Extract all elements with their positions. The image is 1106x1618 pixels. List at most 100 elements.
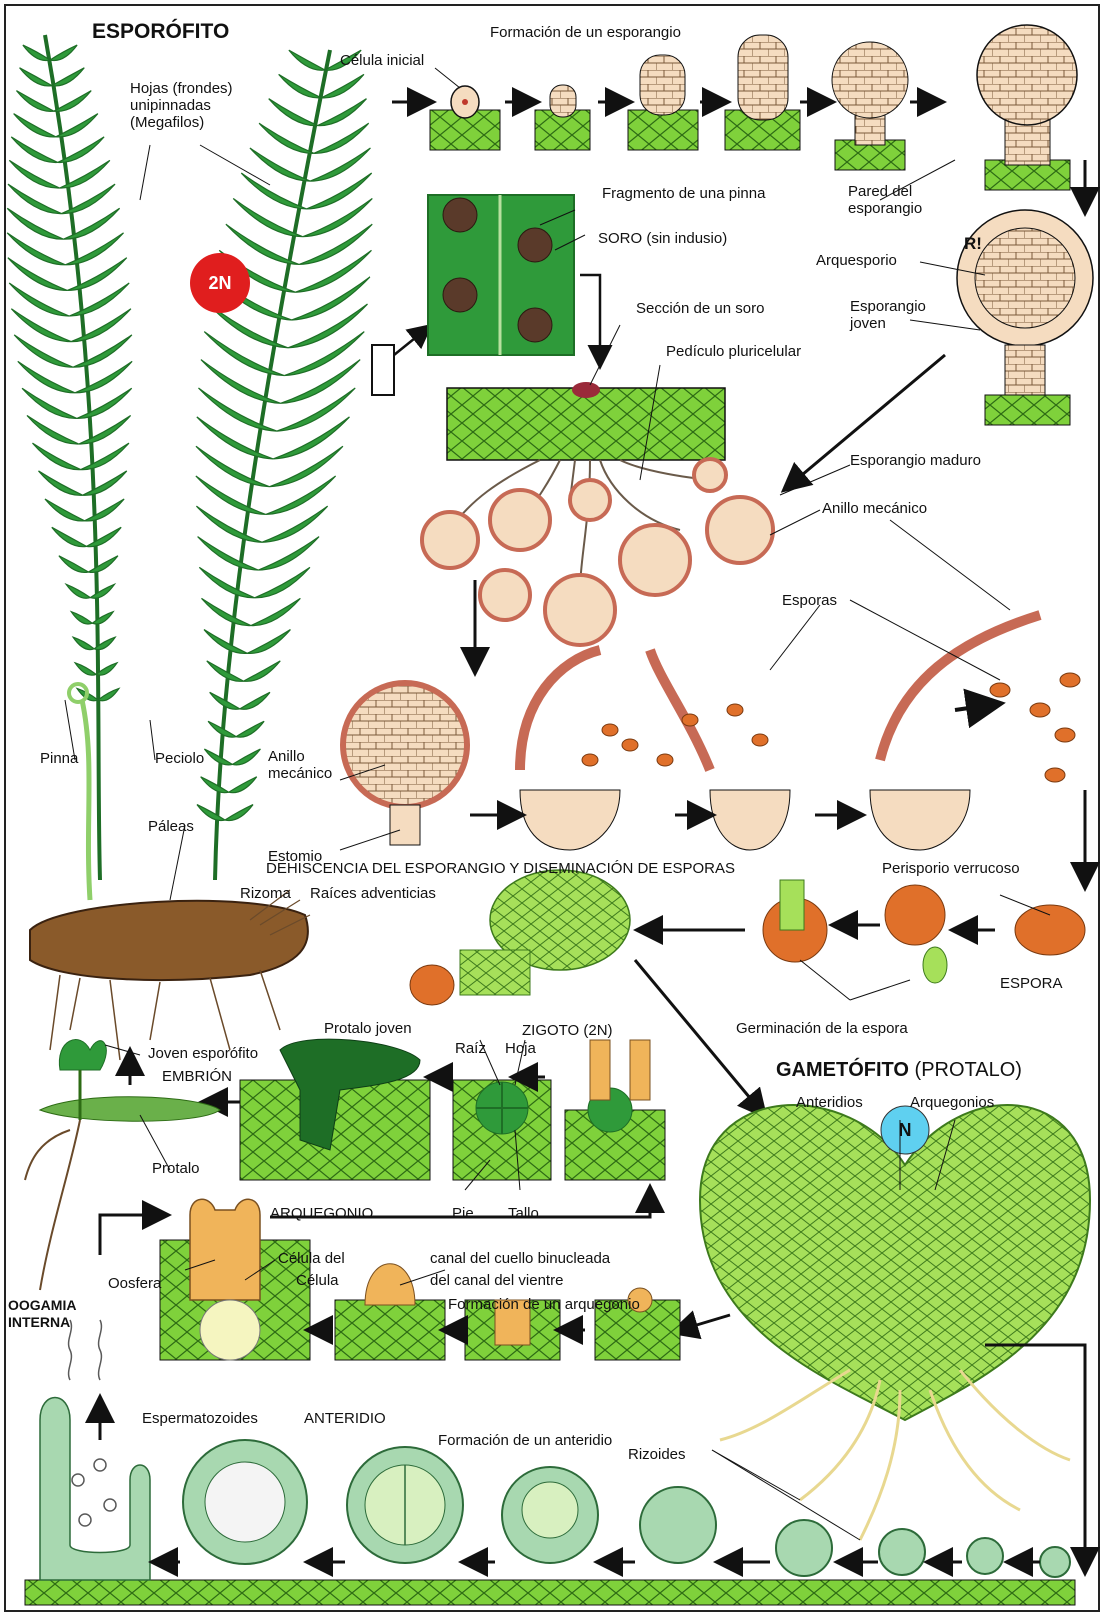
pinna-leaflet [247, 630, 290, 654]
pinna-leaflet [314, 123, 369, 153]
label-protalo-joven: Protalo joven [324, 1020, 412, 1037]
label-arquegonio: ARQUEGONIO [270, 1205, 373, 1222]
pinna-leaflet [50, 45, 77, 60]
label-formacion-arquegonio: Formación de un arquegonio [448, 1296, 640, 1313]
pinna-leaflet [201, 598, 250, 625]
pinna-leaflet [201, 777, 229, 793]
fiddlehead [69, 684, 90, 900]
label-oogamia: OOGAMIA INTERNA [8, 1297, 76, 1331]
pinna-leaflet [259, 123, 314, 153]
pinna-leaflet [79, 416, 131, 445]
label-joven-esporofito: Joven esporófito [148, 1045, 258, 1062]
gametophyte-heading-paren: (PROTALO) [915, 1059, 1022, 1081]
pinna-leaflet [251, 598, 300, 625]
pinna-leaflet [198, 537, 259, 570]
label-canal-cuello: canal del cuello binucleada [430, 1250, 610, 1267]
pinna-leaflet [236, 721, 264, 737]
pinna-leaflet [88, 556, 118, 573]
pinna-leaflet [52, 527, 87, 546]
sporangium-formation-row [392, 25, 1085, 205]
label-celula-inicial: Célula inicial [340, 52, 424, 69]
gametophyte-heading: GAMETÓFITO (PROTALO) [776, 1062, 1022, 1079]
label-formacion-anteridio: Formación de un anteridio [438, 1432, 612, 1449]
label-rizoides: Rizoides [628, 1446, 686, 1463]
label-hojas: Hojas (frondes) unipinnadas (Megafilos) [130, 80, 233, 131]
label-hoja: Hoja [505, 1040, 536, 1057]
pinna-leaflet [321, 74, 364, 98]
pinna-leaflet [204, 630, 247, 654]
label-rizoma: Rizoma [240, 885, 291, 902]
label-anteridio: ANTERIDIO [304, 1410, 386, 1427]
pinna-leaflet [52, 68, 84, 86]
young-protallus [410, 870, 760, 1110]
label-pared: Pared del esporangio [848, 183, 922, 217]
pinna-leaflet [32, 443, 80, 470]
pinna-leaflet [16, 91, 53, 112]
label-celula-del: Célula del [278, 1250, 345, 1267]
pinna-leaflet [14, 114, 56, 137]
pinna-leaflet [71, 612, 92, 624]
pinna-leaflet [73, 637, 94, 649]
label-embrion: EMBRIÓN [162, 1068, 232, 1085]
label-esporangio-maduro: Esporangio maduro [850, 452, 981, 469]
label-raiz: Raíz [455, 1040, 486, 1057]
pinna-leaflet [318, 99, 367, 126]
label-raices: Raíces adventicias [310, 885, 436, 902]
gametophyte-heading-text: GAMETÓFITO [776, 1059, 909, 1081]
dehiscence-sequence [343, 580, 1085, 880]
label-fragmento-pinna: Fragmento de una pinna [602, 185, 765, 202]
spore-germination [645, 880, 1085, 983]
pinna-leaflet [250, 148, 310, 181]
label-celula: Célula [296, 1272, 339, 1289]
label-anteridios: Anteridios [796, 1094, 863, 1111]
pinna-fragment [428, 195, 574, 355]
label-formacion-esporangio: Formación de un esporangio [490, 24, 681, 41]
arrow-inset [394, 330, 425, 355]
pinna-leaflet [204, 749, 232, 765]
pinna-leaflet [59, 556, 89, 573]
pinna-leaflet [85, 499, 125, 521]
label-anillo-mecanico-2: Anillo mecánico [268, 748, 332, 782]
pinna-leaflet [20, 68, 52, 86]
label-oosfera: Oosfera [108, 1275, 161, 1292]
label-anillo-mecanico: Anillo mecánico [822, 500, 927, 517]
label-seccion-soro: Sección de un soro [636, 300, 764, 317]
pinna-leaflet [81, 443, 129, 470]
label-pie: Pie [452, 1205, 474, 1222]
pinna-inset-marker [372, 345, 394, 395]
pinna-leaflet [86, 527, 121, 546]
pinna-leaflet [83, 471, 127, 495]
pinna-leaflet [27, 416, 79, 445]
pinna-leaflet [232, 749, 260, 765]
pinna-leaflet [197, 805, 225, 821]
label-dehiscencia: DEHISCENCIA DEL ESPORANGIO Y DISEMINACIÓ… [266, 860, 735, 877]
pinna-leaflet [277, 388, 355, 431]
pinna-leaflet [225, 805, 253, 821]
label-tallo: Tallo [508, 1205, 539, 1222]
label-esporangio-joven: Esporangio joven [850, 298, 926, 332]
pinna-leaflet [54, 91, 91, 112]
label-espermatozoides: Espermatozoides [142, 1410, 258, 1427]
pinna-leaflet [11, 137, 57, 163]
label-zigoto: ZIGOTO (2N) [522, 1022, 613, 1039]
pinna-leaflet [66, 584, 90, 598]
label-protalo: Protalo [152, 1160, 200, 1177]
gametophyte-protallus [680, 1105, 1090, 1565]
archegonium-development [100, 1195, 680, 1360]
pinna-leaflet [45, 499, 85, 521]
pinna-leaflet [98, 688, 119, 700]
pinna-leaflet [199, 567, 254, 597]
pinna-leaflet [289, 50, 325, 70]
label-canal-vientre: del canal del vientre [430, 1272, 563, 1289]
sporophyte-ploidy-badge: 2N [190, 253, 250, 313]
label-soro: SORO (sin indusio) [598, 230, 727, 247]
gametophyte-ploidy-badge: N [881, 1106, 929, 1154]
label-peciolo: Peciolo [155, 750, 204, 767]
label-esporas: Esporas [782, 592, 837, 609]
label-perisporio: Perisporio verrucoso [882, 860, 1020, 877]
pinna-leaflet [279, 74, 322, 98]
label-arquegonios: Arquegonios [910, 1094, 994, 1111]
pinna-leaflet [269, 99, 318, 126]
